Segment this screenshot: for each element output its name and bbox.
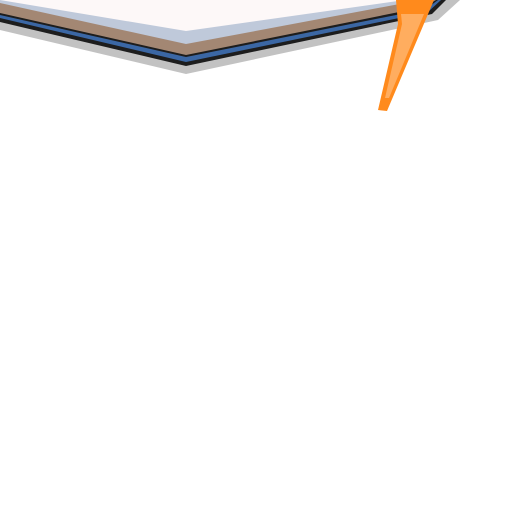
- panel-shape: [0, 0, 446, 66]
- pointer-highlight: [385, 14, 424, 98]
- panel-inner-fill: [0, 0, 405, 31]
- pointer-shape: [378, 0, 434, 111]
